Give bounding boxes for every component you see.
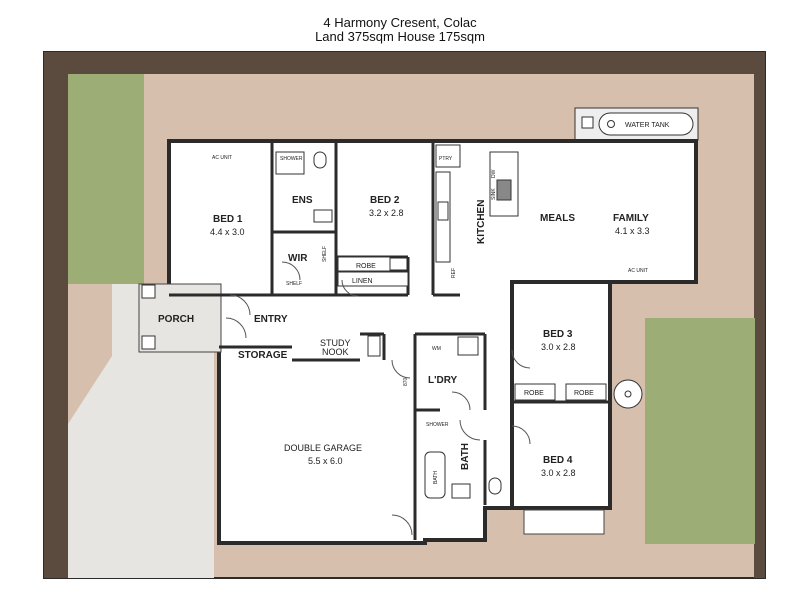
doors xyxy=(225,261,531,536)
ac-unit-bed1: AC UNIT xyxy=(212,155,232,161)
bed4-dimensions: 3.0 x 2.8 xyxy=(541,468,576,478)
boundary-dark-strip-left xyxy=(44,52,68,578)
water-tank-label: WATER TANK xyxy=(625,122,670,129)
kitchen-label: KITCHEN xyxy=(476,200,487,244)
nook-label: NOOK xyxy=(322,347,349,357)
bed1-label: BED 1 xyxy=(213,214,243,225)
sink-icon xyxy=(496,179,512,201)
tank-outlet-icon xyxy=(607,120,615,128)
toilet-ens-icon xyxy=(313,151,327,169)
bath-tub-label: BATH xyxy=(433,471,439,484)
porch-label: PORCH xyxy=(158,314,194,325)
study-label: STUDY xyxy=(320,338,351,348)
boundary-dark-strip-top xyxy=(44,52,765,74)
ac-unit-family: AC UNIT xyxy=(628,268,648,274)
meals-label: MEALS xyxy=(540,213,575,224)
robe-bed2-label: ROBE xyxy=(356,263,376,270)
shelf-label: SHELF xyxy=(286,281,302,287)
robe-bed2 xyxy=(337,256,391,272)
bed1-dimensions: 4.4 x 3.0 xyxy=(210,227,245,237)
lawn-left xyxy=(68,74,144,284)
robe-bed3-2 xyxy=(565,383,607,401)
bed2-label: BED 2 xyxy=(370,195,400,206)
bed3-dimensions: 3.0 x 2.8 xyxy=(541,342,576,352)
lawn-right xyxy=(645,318,755,544)
robe-bed3-label-2: ROBE xyxy=(574,390,594,397)
storage-label: STORAGE xyxy=(238,350,288,361)
entry-label: ENTRY xyxy=(254,314,288,325)
vanity-bath-icon xyxy=(451,483,471,499)
driveway xyxy=(68,284,214,578)
rear-step xyxy=(523,509,605,535)
sink-label: SINK xyxy=(491,188,497,200)
ac-outdoor-unit-icon xyxy=(613,379,643,409)
shelf-vertical-label: SHELF xyxy=(322,246,328,262)
door-width-label: 870 xyxy=(403,377,409,386)
laundry-label: L'DRY xyxy=(428,375,458,386)
shower-bath-label: SHOWER xyxy=(426,422,449,428)
toilet-bath-icon xyxy=(488,477,502,495)
porch-post-top xyxy=(141,284,156,299)
fridge-label: REF xyxy=(451,268,457,278)
ac-fan-hub-icon xyxy=(624,390,632,398)
wir-label: WIR xyxy=(288,253,308,264)
garage-dimensions: 5.5 x 6.0 xyxy=(308,456,343,466)
shower-ens-label: SHOWER xyxy=(280,156,303,162)
water-tank xyxy=(598,112,694,136)
bed3-label: BED 3 xyxy=(543,329,573,340)
bed2-dimensions: 3.2 x 2.8 xyxy=(369,208,404,218)
porch-post-bottom xyxy=(141,335,156,350)
bath-label: BATH xyxy=(460,443,471,470)
robe-bed3 xyxy=(514,383,556,401)
pantry xyxy=(435,144,461,168)
cooktop-icon xyxy=(437,201,449,221)
vanity-ens-icon xyxy=(313,209,333,223)
linen-cupboard xyxy=(337,271,409,287)
pantry-label: PTRY xyxy=(439,156,453,162)
study-nook-cabinet-icon xyxy=(367,335,381,357)
dishwasher-label: DW xyxy=(491,169,497,178)
family-dimensions: 4.1 x 3.3 xyxy=(615,226,650,236)
washing-machine-label: WM xyxy=(432,346,441,352)
boundary-dark-strip-right xyxy=(754,52,765,578)
bath-tub-icon xyxy=(424,451,446,499)
garage-label: DOUBLE GARAGE xyxy=(284,443,362,453)
linen-label: LINEN xyxy=(352,278,373,285)
family-label: FAMILY xyxy=(613,213,649,224)
laundry-tub-icon xyxy=(457,336,479,356)
robe-bed3-label: ROBE xyxy=(524,390,544,397)
ens-label: ENS xyxy=(292,195,313,206)
address-title: 4 Harmony Cresent, Colac xyxy=(323,15,477,30)
area-summary: Land 375sqm House 175sqm xyxy=(315,29,485,44)
shower-ens-icon xyxy=(275,151,305,175)
bed4-label: BED 4 xyxy=(543,455,573,466)
tank-valve-icon xyxy=(581,116,594,129)
